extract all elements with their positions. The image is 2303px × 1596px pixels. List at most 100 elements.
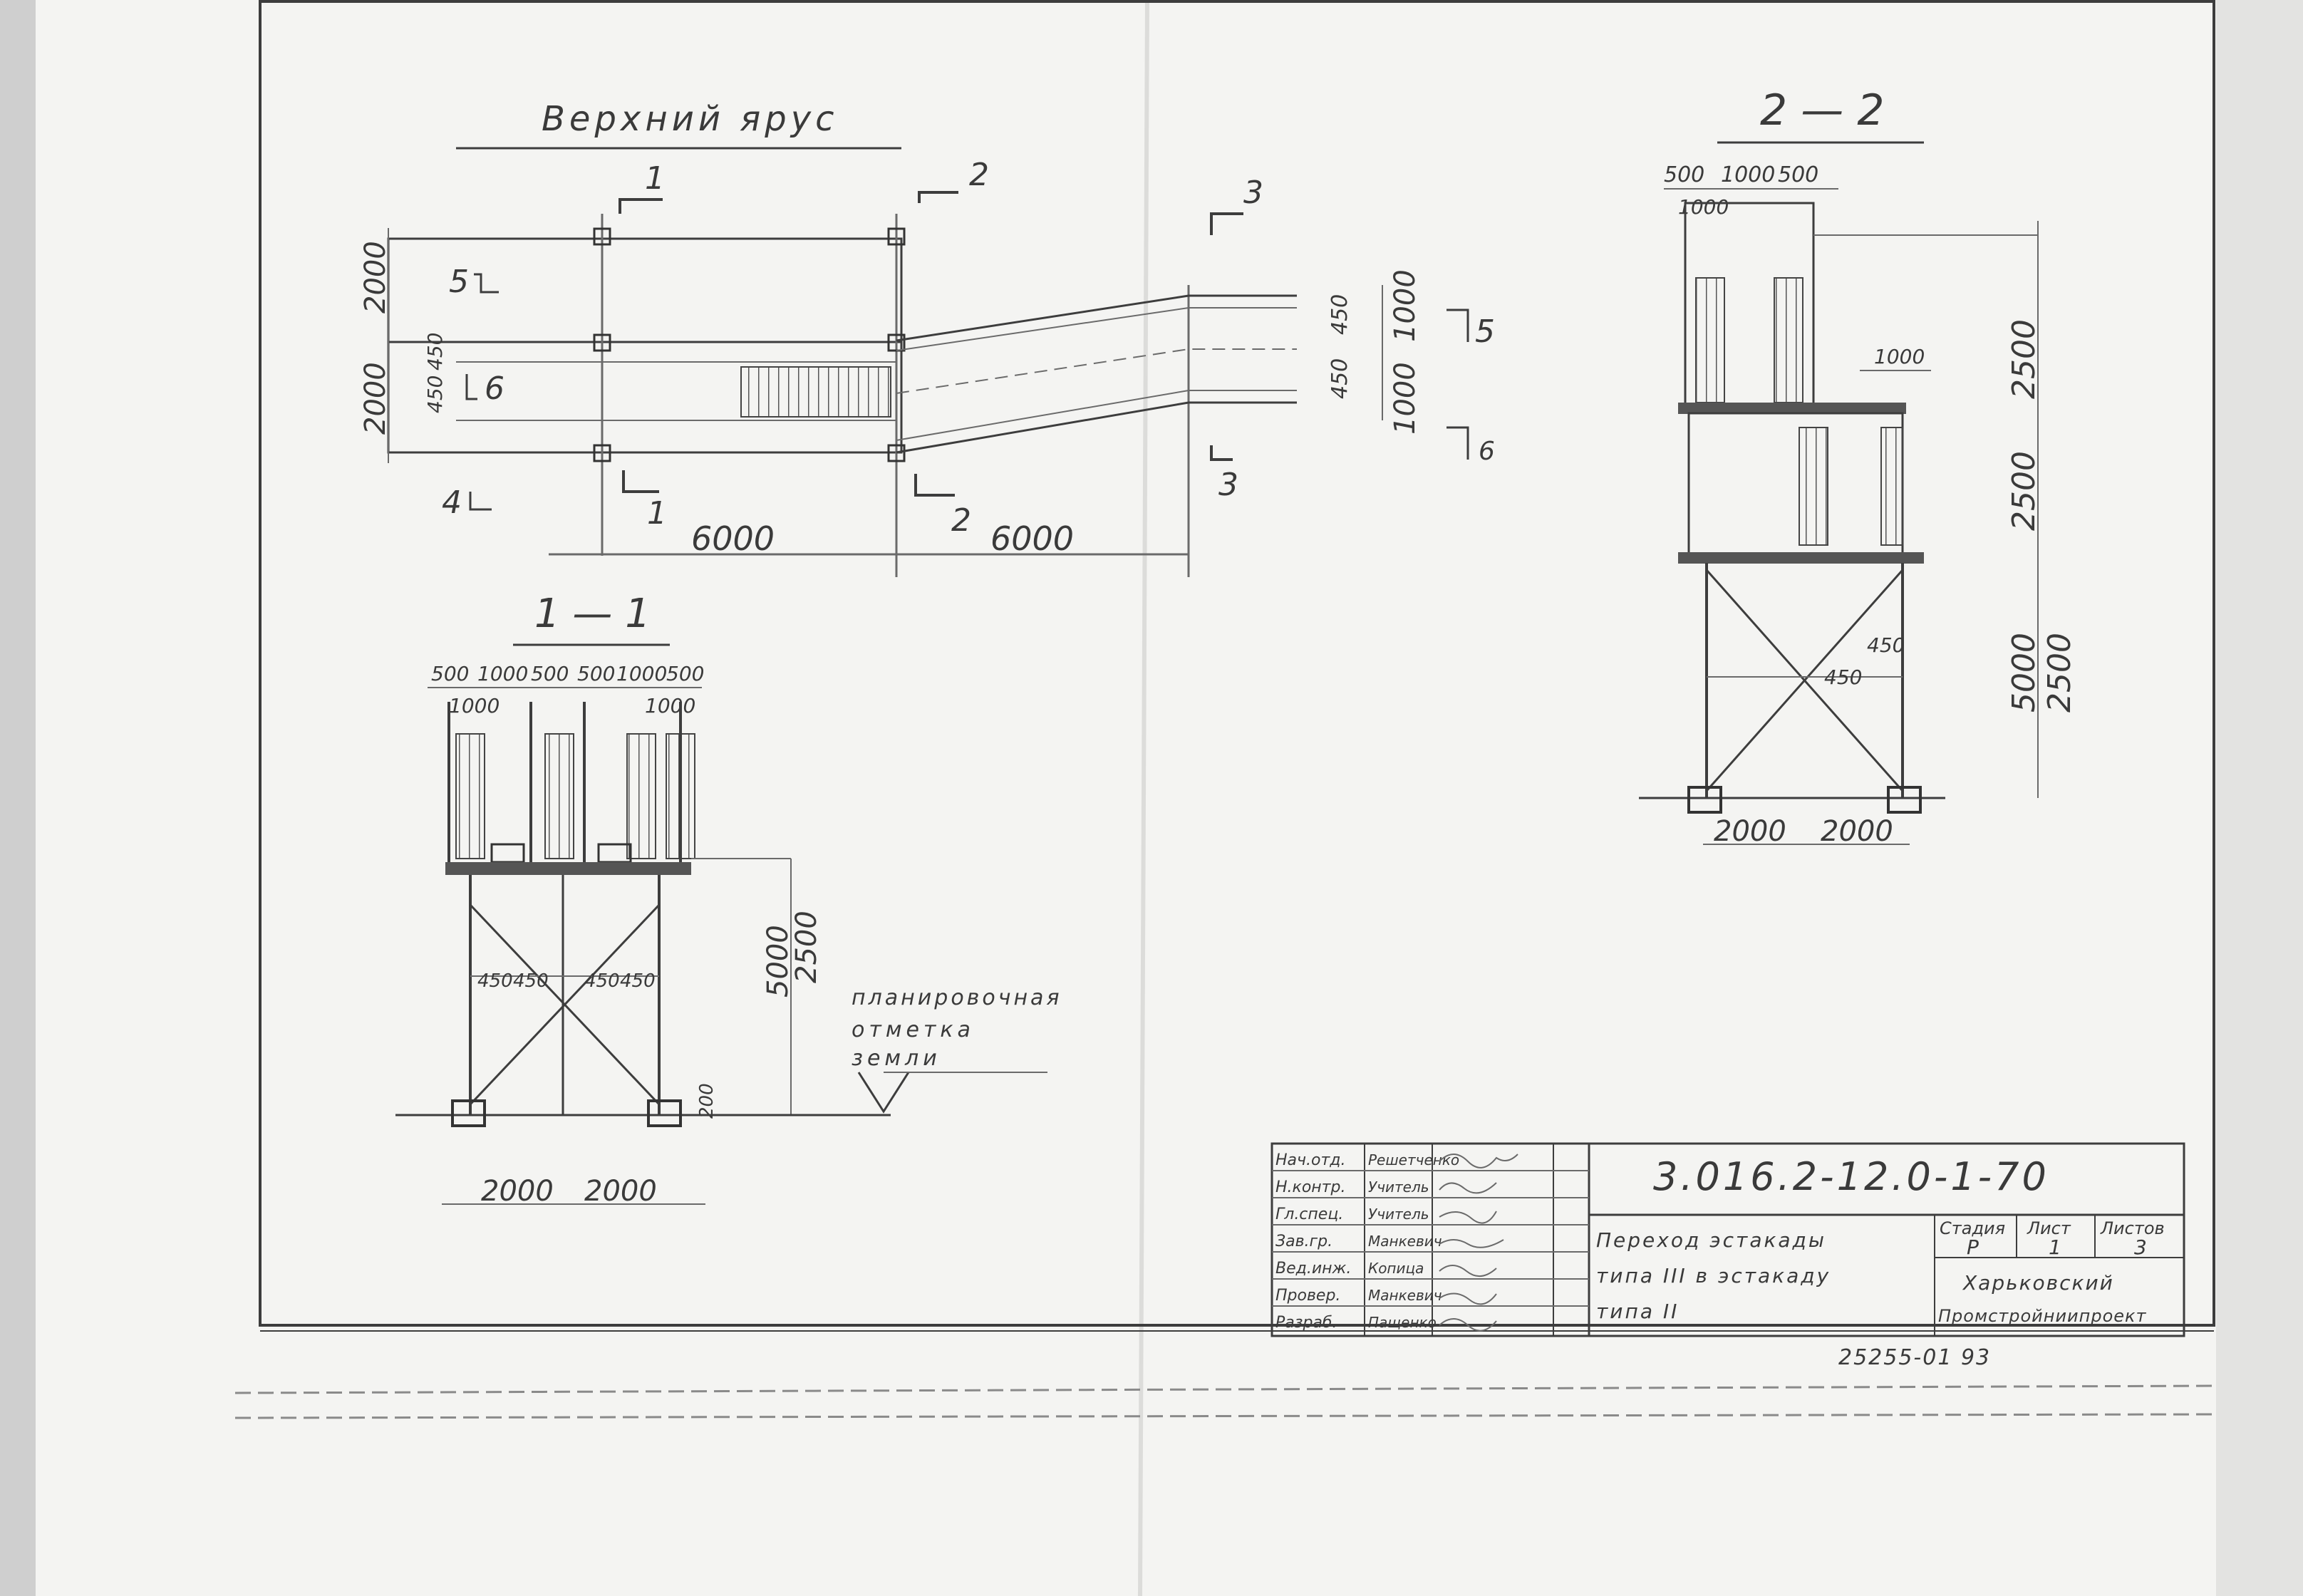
s22-upper-deck: [1678, 403, 1906, 414]
tb-name-7: Пащенко: [1368, 1314, 1437, 1331]
s22-dim-500-a: 500: [1664, 162, 1704, 187]
s11-mid-450-d: 450: [620, 970, 656, 992]
right-5-label: 5: [1475, 314, 1495, 350]
tb-role-3: Гл.спец.: [1275, 1206, 1343, 1223]
section-1-1-title: 1 — 1: [534, 591, 651, 637]
section-1-mark-bottom: [622, 470, 659, 493]
plan-dim-left-450-b: 450: [423, 333, 447, 370]
signature-6: [1439, 1292, 1497, 1305]
section-1-mark-top: [619, 198, 663, 214]
tb-role-6: Провер.: [1275, 1287, 1340, 1305]
tb-name-1: Решетченко: [1368, 1151, 1459, 1168]
s11-deck: [445, 862, 691, 875]
tb-role-5: Вед.инж.: [1275, 1260, 1351, 1278]
tb-name-3: Учитель: [1368, 1206, 1429, 1223]
row-6-mark: [465, 374, 477, 400]
section-2-2-title: 2 — 2: [1760, 86, 1885, 135]
s11-subdim-1000-a: 1000: [449, 694, 500, 717]
s11-rail-3: [626, 733, 656, 859]
plan-view: Верхний ярус 1 2 3 1 2: [359, 99, 1495, 577]
row-4-mark: [469, 492, 492, 511]
s22-base-brace-2: [1705, 569, 1904, 792]
signature-1: [1439, 1154, 1518, 1168]
s11-footing-right: [647, 1099, 682, 1127]
s22-dim-500-b: 500: [1778, 162, 1818, 187]
s22-footing-left: [1687, 786, 1722, 814]
section-1-1-view: 1 — 1 500 1000 500 500 1000 500 1000 100…: [395, 591, 1062, 1208]
tb-description-3: типа II: [1596, 1300, 1679, 1323]
s11-mid-450-b: 450: [513, 970, 549, 992]
tb-role-7: Разраб.: [1275, 1314, 1337, 1332]
tb-role-2: Н.контр.: [1275, 1178, 1345, 1196]
plan-dim-left-2000-top: 2000: [359, 241, 392, 314]
s11-footing-left: [451, 1099, 486, 1127]
row-5-label: 5: [449, 264, 469, 300]
row-6-label: 6: [485, 370, 504, 407]
s11-bottom-2000-a: 2000: [481, 1175, 554, 1208]
s11-rail-1: [455, 733, 485, 859]
right-5-mark: [1447, 309, 1469, 342]
signature-2: [1439, 1182, 1497, 1194]
section-3-mark-top: [1210, 212, 1243, 235]
s11-dim-500-d: 500: [666, 662, 704, 685]
right-6-mark: [1447, 426, 1469, 460]
plan-ramp-center: [896, 348, 1297, 394]
tb-drawing-code: 3.016.2-12.0-1-70: [1653, 1154, 2049, 1199]
s22-inner-1000: 1000: [1874, 345, 1925, 368]
plan-dim-bottom-6000-a: 6000: [691, 519, 775, 558]
s11-dim-200: 200: [696, 1083, 718, 1119]
plan-dim-right-450-a: 450: [1328, 294, 1352, 335]
section-2-mark-bottom: [914, 474, 955, 497]
page-fold: [1138, 0, 1149, 1596]
s11-mid-450-a: 450: [477, 970, 513, 992]
s22-upper-rail-right: [1774, 277, 1803, 403]
ground-note-line-2: отметка: [852, 1017, 975, 1042]
drawing-frame: [259, 0, 2215, 1327]
plan-ramp-top-2: [896, 307, 1297, 351]
sheet-edge-dash-1: [234, 1384, 2217, 1394]
s11-mid-450-c: 450: [584, 970, 620, 992]
ground-mark-arrow: [857, 1072, 910, 1114]
s22-bottom-2000-b: 2000: [1821, 815, 1893, 848]
row-5-mark: [474, 273, 499, 294]
signature-7: [1439, 1318, 1497, 1332]
section-3-label-top: 3: [1243, 175, 1263, 211]
s22-mid-450-a: 450: [1867, 633, 1905, 657]
plan-column-6: [887, 444, 906, 462]
plan-ramp-bottom: [896, 401, 1297, 454]
plan-title: Верхний ярус: [542, 99, 839, 139]
s22-lower-rail-left: [1799, 427, 1828, 546]
tb-sheets-label: Листов: [2100, 1218, 2165, 1238]
sheet-edge-dash-2: [234, 1413, 2217, 1419]
section-2-2-view: 2 — 2 500 1000 500 1000 1000 450 450 250…: [1639, 86, 2078, 848]
tb-name-6: Манкевич: [1368, 1287, 1442, 1304]
plan-column-1: [593, 227, 611, 246]
s22-upper-rail-left: [1695, 277, 1725, 403]
s11-subdim-1000-b: 1000: [645, 694, 695, 717]
s22-right-2500-c: 2500: [2041, 633, 2078, 712]
plan-column-5: [593, 444, 611, 462]
s11-dim-1000-b: 1000: [616, 662, 667, 685]
section-3-label-bottom: 3: [1218, 467, 1238, 503]
right-6-label: 6: [1479, 437, 1495, 466]
s22-right-5000: 5000: [2006, 633, 2042, 712]
tb-name-2: Учитель: [1368, 1178, 1429, 1196]
s22-lower-rail-right: [1880, 427, 1903, 546]
s11-dim-500-a: 500: [431, 662, 469, 685]
plan-column-2: [887, 227, 906, 246]
s11-dim-1000-a: 1000: [477, 662, 528, 685]
tb-name-4: Манкевич: [1368, 1233, 1442, 1250]
ground-note-line-1: планировочная: [852, 985, 1062, 1010]
plan-dim-left-2000-bottom: 2000: [359, 362, 392, 435]
plan-dim-left-450-a: 450: [423, 375, 447, 413]
plan-dim-bottom-6000-b: 6000: [990, 519, 1074, 558]
plan-ramp-bottom-2: [896, 390, 1297, 441]
s11-dim-500-b: 500: [531, 662, 569, 685]
plan-stair-hatch: [740, 366, 891, 418]
section-2-label-top: 2: [969, 157, 989, 193]
signature-4: [1439, 1239, 1504, 1248]
section-1-label-top: 1: [645, 160, 665, 197]
archive-number: 25255-01 93: [1838, 1345, 1991, 1370]
s11-brace-2: [469, 903, 661, 1106]
